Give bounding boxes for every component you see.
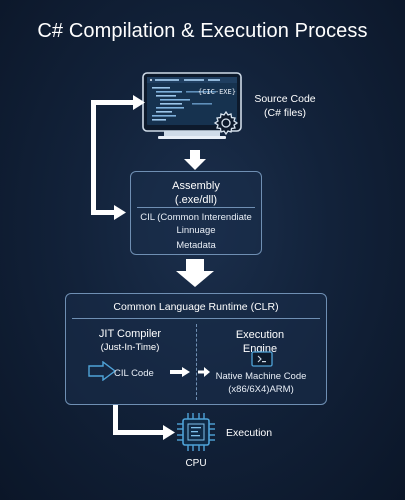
assembly-divider	[137, 207, 255, 208]
cil-code-label: CIL Code	[114, 368, 154, 379]
native-line2: (x86/6X4)ARM)	[228, 384, 294, 395]
arrow-jit-to-engine	[170, 367, 190, 377]
assembly-cil-line1: CIL (Common Interendiate	[140, 212, 252, 223]
cpu-label: CPU	[185, 458, 207, 469]
clr-vertical-divider	[196, 324, 197, 400]
cpu-connector-horizontal	[113, 430, 165, 435]
monitor-tag: {CIC-EXE}	[198, 88, 236, 96]
source-label-line1: Source Code	[254, 93, 316, 105]
clr-divider	[72, 318, 320, 319]
source-code-label: Source Code (C# files)	[250, 92, 320, 120]
arrow-to-assembly	[114, 205, 126, 220]
assembly-cil: CIL (Common Interendiate Linnuage Metada…	[131, 211, 261, 252]
window-icon	[251, 351, 273, 367]
assembly-metadata: Metadata	[176, 240, 216, 251]
arrow-cil-to-native	[198, 367, 210, 377]
source-label-line2: (C# files)	[263, 107, 306, 119]
engine-line1: Execution	[235, 329, 285, 341]
assembly-cil-line2: Linnuage	[176, 225, 216, 236]
gear-icon	[213, 110, 239, 136]
monitor-code-icon	[142, 72, 242, 148]
clr-title: Common Language Runtime (CLR)	[113, 301, 279, 313]
execution-label: Execution	[226, 427, 273, 439]
arrow-to-source	[133, 95, 145, 110]
jit-line2: (Just-In-Time)	[100, 342, 160, 353]
diagram-title: C# Compilation & Execution Process	[37, 20, 368, 42]
assembly-connector-bottom	[91, 210, 116, 215]
assembly-title-line1: Assembly	[172, 180, 220, 192]
cil-code-arrow-icon	[88, 361, 116, 381]
clr-box: Common Language Runtime (CLR) JIT Compil…	[65, 293, 327, 405]
native-line1: Native Machine Code	[215, 371, 307, 382]
source-connector-vertical	[91, 100, 96, 215]
assembly-title-line2: (.exe/dll)	[174, 194, 218, 206]
down-arrow-assembly-to-clr	[176, 259, 214, 287]
assembly-title: Assembly (.exe/dll)	[131, 179, 261, 207]
jit-compiler-label: JIT Compiler (Just-In-Time)	[74, 327, 186, 355]
down-arrow-source-to-assembly	[184, 150, 206, 170]
arrow-to-cpu	[163, 425, 175, 440]
jit-line1: JIT Compiler	[98, 328, 162, 340]
cpu-connector-vertical	[113, 405, 118, 435]
cpu-chip-icon	[176, 412, 216, 452]
assembly-box: Assembly (.exe/dll) CIL (Common Interend…	[130, 171, 262, 255]
source-connector-top	[91, 100, 136, 105]
native-code-label: Native Machine Code (x86/6X4)ARM)	[200, 370, 322, 396]
